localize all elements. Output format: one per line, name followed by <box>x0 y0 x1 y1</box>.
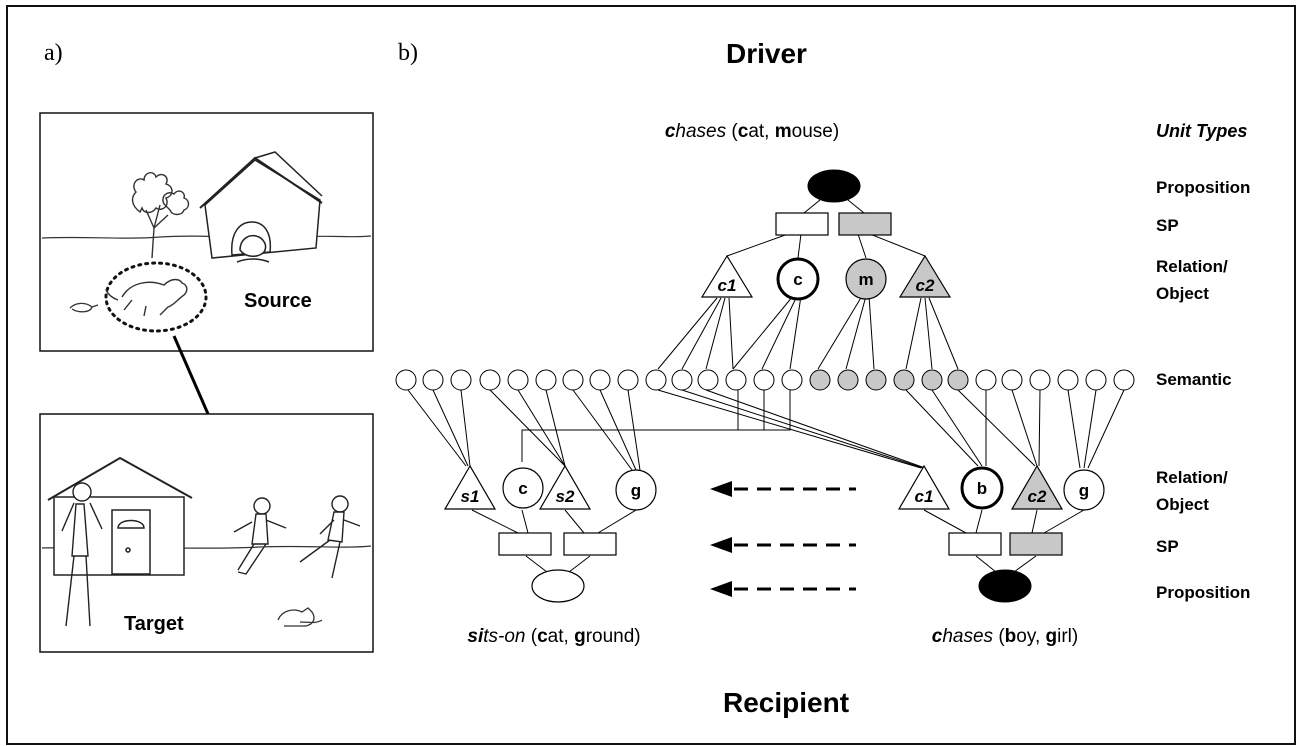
unit-type-proposition: Proposition <box>1156 178 1250 197</box>
recipient-object-g-right-label: g <box>1079 481 1089 500</box>
recipient-relation-s2-label: s2 <box>556 487 575 506</box>
cat-drawing <box>105 278 188 317</box>
driver-relation-c1 <box>700 254 754 298</box>
recipient-relation-c1 <box>897 464 951 510</box>
semantic-unit-shaded <box>921 369 943 391</box>
driver-title: Driver <box>726 38 807 69</box>
driver-sp-unit-1 <box>775 212 829 236</box>
driver-sp-unit-2 <box>838 212 892 236</box>
woman-drawing <box>61 482 103 627</box>
unit-types-heading: Unit Types <box>1156 121 1247 141</box>
semantic-unit <box>450 369 472 391</box>
recipient-title: Recipient <box>723 687 849 718</box>
semantic-unit-shaded <box>865 369 887 391</box>
recipient-relation-c2 <box>1010 464 1064 510</box>
semantic-unit-shaded <box>837 369 859 391</box>
figure-frame <box>6 5 1296 745</box>
recipient-relation-c2-label: c2 <box>1028 487 1047 506</box>
recipient-left-sp-unit-1 <box>498 532 552 556</box>
mouse-drawing <box>69 302 99 313</box>
source-scene: Source <box>39 112 374 352</box>
network-connections <box>407 199 1125 573</box>
driver-relation-c1-label: c1 <box>718 276 737 295</box>
target-scene: Target <box>39 413 374 653</box>
semantic-unit <box>975 369 997 391</box>
driver-object-c-label: c <box>793 270 802 289</box>
driver-object-c <box>776 257 820 301</box>
dog-house-drawing <box>199 151 323 263</box>
semantic-unit-shaded <box>947 369 969 391</box>
semantic-unit <box>589 369 611 391</box>
recipient-left-proposition-unit <box>531 569 585 603</box>
unit-type-object-recipient: Object <box>1156 495 1209 514</box>
driver-relation-c2-label: c2 <box>916 276 935 295</box>
semantic-unit <box>535 369 557 391</box>
recipient-object-b <box>960 466 1004 510</box>
recipient-object-c-label: c <box>518 479 527 498</box>
target-cat-drawing <box>277 607 323 627</box>
semantic-unit <box>645 369 667 391</box>
semantic-unit <box>395 369 417 391</box>
recipient-sits-on-label: sits-on (cat, ground) <box>467 626 640 647</box>
driver-object-m <box>845 258 887 300</box>
driver-object-m-label: m <box>858 270 873 289</box>
recipient-object-g-right <box>1063 469 1105 511</box>
semantic-unit <box>1113 369 1135 391</box>
unit-type-relation-recipient: Relation/ <box>1156 468 1228 487</box>
semantic-unit <box>671 369 693 391</box>
panel-a-label: a) <box>44 40 63 66</box>
recipient-object-c <box>502 467 544 509</box>
semantic-unit <box>725 369 747 391</box>
target-label: Target <box>124 613 184 635</box>
unit-types-legend: Unit Types Proposition SP Relation/ Obje… <box>1156 121 1250 602</box>
semantic-unit <box>697 369 719 391</box>
recipient-object-g-label: g <box>631 481 641 500</box>
semantic-unit <box>422 369 444 391</box>
semantic-unit-shaded <box>809 369 831 391</box>
semantic-unit <box>562 369 584 391</box>
recipient-right-proposition-unit <box>978 569 1032 603</box>
semantic-unit <box>1057 369 1079 391</box>
recipient-relation-s2 <box>538 464 592 510</box>
semantic-unit <box>1001 369 1023 391</box>
mapping-arrow-sp <box>710 537 856 553</box>
driver-proposition-unit <box>807 169 861 203</box>
recipient-object-b-label: b <box>977 479 987 498</box>
unit-type-proposition-recipient: Proposition <box>1156 583 1250 602</box>
semantic-unit <box>753 369 775 391</box>
recipient-relation-s1-label: s1 <box>461 487 480 506</box>
semantic-unit <box>479 369 501 391</box>
semantic-units-row <box>395 369 1135 391</box>
recipient-right-sp-unit-1 <box>948 532 1002 556</box>
cat-highlight-ellipse <box>104 261 208 333</box>
mapping-arrows <box>710 481 856 597</box>
panel-b-label: b) <box>398 40 418 66</box>
semantic-unit-shaded <box>893 369 915 391</box>
children-drawing <box>233 495 361 579</box>
unit-type-object: Object <box>1156 284 1209 303</box>
recipient-right-sp-unit-2 <box>1009 532 1063 556</box>
unit-type-relation: Relation/ <box>1156 257 1228 276</box>
driver-relation-c2 <box>898 254 952 298</box>
semantic-unit <box>781 369 803 391</box>
mapping-arrow-proposition <box>710 581 856 597</box>
semantic-unit <box>1029 369 1051 391</box>
unit-type-sp-recipient: SP <box>1156 537 1179 556</box>
recipient-relation-c1-label: c1 <box>915 487 934 506</box>
mapping-arrow-relation <box>710 481 856 497</box>
recipient-left-sp-unit-2 <box>563 532 617 556</box>
unit-type-sp: SP <box>1156 216 1179 235</box>
semantic-unit <box>507 369 529 391</box>
driver-proposition-label: chases (cat, mouse) <box>665 121 839 142</box>
tree-drawing <box>131 172 190 259</box>
semantic-unit <box>1085 369 1107 391</box>
recipient-object-g <box>615 469 657 511</box>
unit-type-semantic: Semantic <box>1156 370 1232 389</box>
source-label: Source <box>244 290 312 312</box>
recipient-relation-s1 <box>443 464 497 510</box>
recipient-chases-label: chases (boy, girl) <box>932 626 1078 647</box>
semantic-unit <box>617 369 639 391</box>
